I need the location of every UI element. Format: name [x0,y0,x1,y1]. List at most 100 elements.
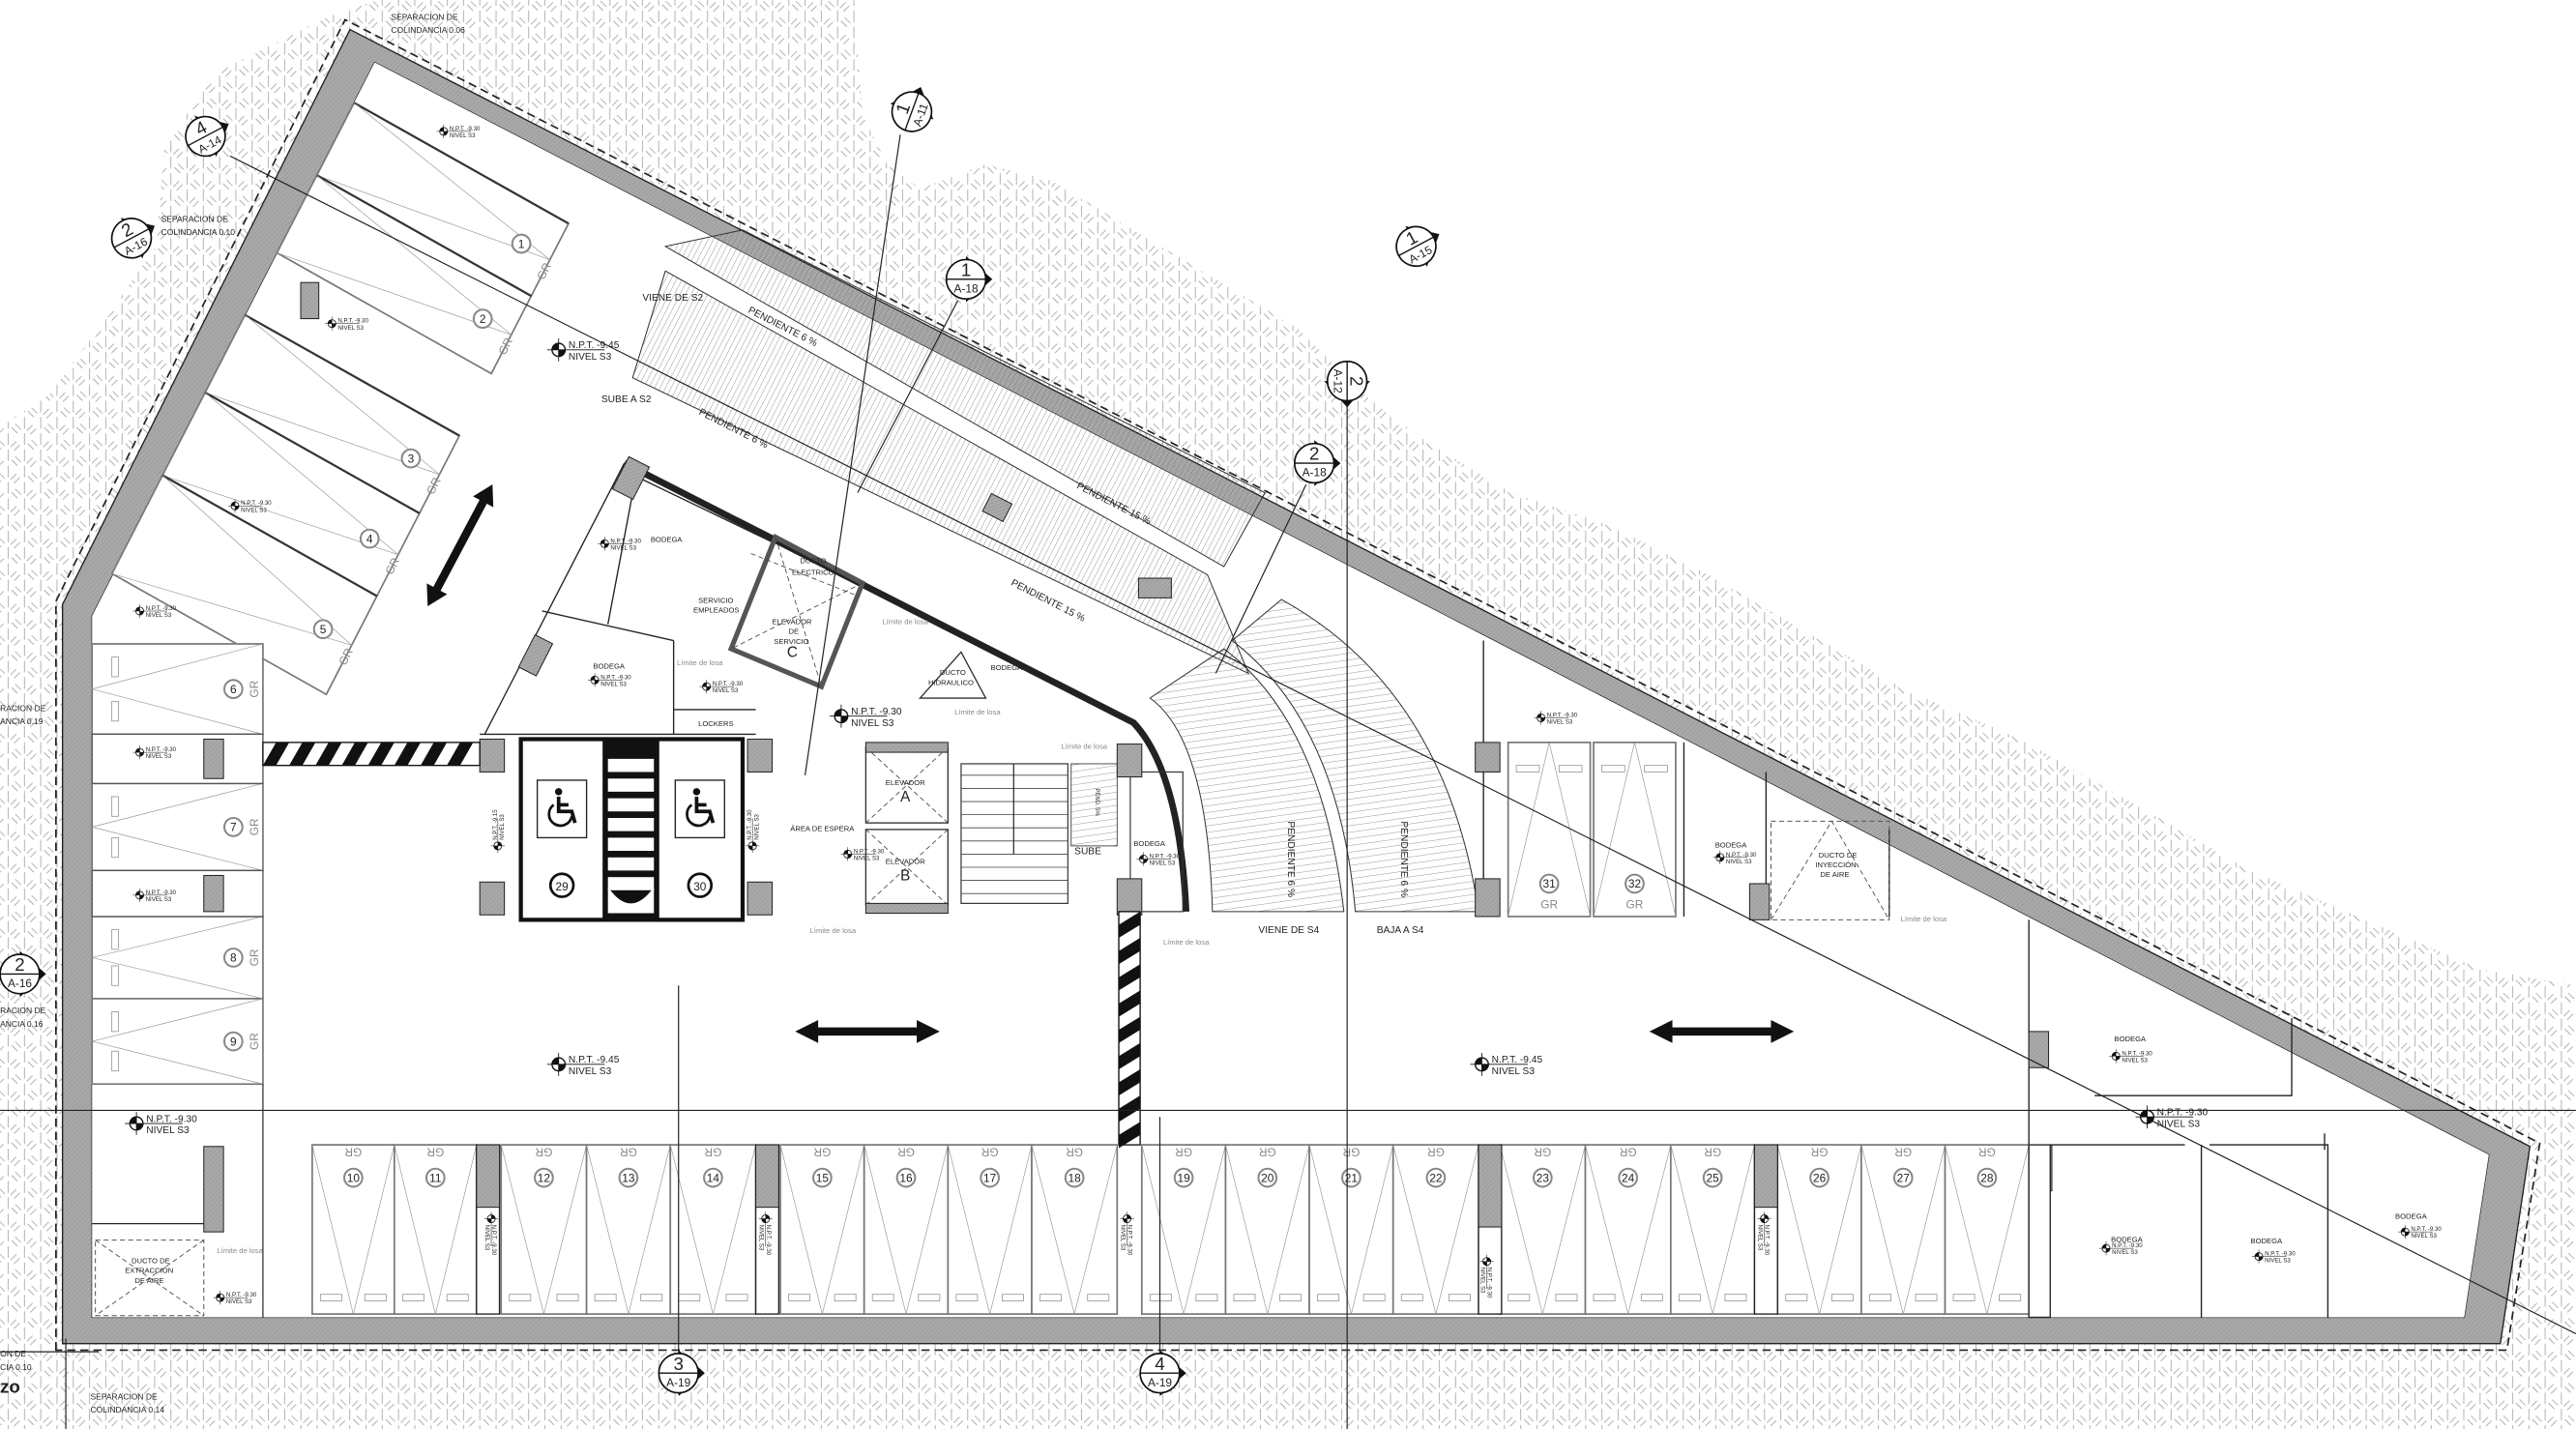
stall-number: 21 [1345,1171,1359,1184]
level-datum-icon [132,888,168,903]
separation-label: SEPARACION DE [161,214,228,223]
stall-number: 8 [230,951,237,965]
section-number: 2 [15,954,24,975]
stall-number-badge: 24 [1618,1167,1639,1188]
room-label-ducto-extraccion: DUCTO DE [132,1256,170,1265]
section-sheet: A-18 [1303,466,1327,480]
elevator-letter: C [787,645,798,661]
level-npt: N.P.T. -9.30 [2157,1108,2209,1119]
stall-number: 7 [230,821,237,834]
stall-number-badge: 25 [1702,1167,1723,1188]
slab-limit-label: Límite de losa [1163,938,1210,947]
stall-number: 19 [1178,1171,1191,1184]
level-name: NIVEL S3 [450,132,476,139]
level-name: NIVEL S3 [569,352,612,363]
room-label-bodega: BODEGA [2395,1212,2428,1221]
level-npt: N.P.T. -9.30 [2122,1050,2152,1057]
stall-number-badge: 27 [1892,1167,1914,1188]
column [1137,577,1172,598]
stall-tag: GR [1427,1145,1445,1158]
ramp-label-sube: SUBE [1074,846,1101,857]
room-label-bodega: BODEGA [1715,841,1748,850]
stall-tag: GR [1894,1145,1912,1158]
level-name: NIVEL S3 [753,814,760,840]
section-sheet: A-19 [1148,1376,1172,1389]
level-datum-icon [132,744,168,760]
separation-label: RACION DE [0,1006,45,1015]
room-label-bodega: BODEGA [1133,839,1166,848]
level-npt: N.P.T. -9.30 [600,674,631,681]
stall-number: 16 [899,1171,913,1184]
parking-stall: GR 27 [1860,1144,1947,1315]
level-datum-icon [213,1290,249,1305]
ramps [196,229,1479,913]
stall-tag: GR [981,1145,998,1158]
level-npt: N.P.T. -9.30 [610,538,641,544]
section-sheet: A-16 [8,977,32,990]
stall-tag: GR [344,1145,362,1158]
level-name: NIVEL S3 [1726,859,1752,865]
level-name: NIVEL S3 [1478,1268,1485,1294]
level-datum-icon [830,704,888,728]
stall-number-badge: 8 [222,948,244,968]
level-name: NIVEL S3 [713,687,739,694]
stall-number: 23 [1537,1171,1550,1184]
level-datum-icon [699,679,735,694]
stall-number: 30 [693,880,707,893]
level-npt: N.P.T. -9.30 [2265,1251,2296,1258]
level-name: NIVEL S3 [146,1125,190,1136]
stall-number-badge: 19 [1173,1167,1194,1188]
level-npt: N.P.T. -9.30 [1547,712,1578,718]
stall-number: 25 [1707,1171,1720,1184]
stall-number: 13 [622,1171,635,1184]
ramp-label-baja-s4: BAJA A S4 [1377,925,1424,936]
level-name: NIVEL S3 [1119,1225,1126,1251]
level-name: NIVEL S3 [146,896,172,903]
stall-number: 17 [983,1171,996,1184]
elevator-letter: A [900,789,911,805]
level-name: NIVEL S3 [569,1066,612,1077]
stall-tag: GR [535,1145,552,1158]
stall-number: 2 [480,312,486,326]
level-datum-icon [227,499,263,513]
level-datum-icon [1479,1254,1494,1290]
column [300,281,320,320]
separation-label: ANCIA 0.19 [0,716,44,726]
level-npt: N.P.T. -9.30 [146,746,177,753]
accessible-stall: 30 [674,779,725,898]
level-datum-icon [598,537,632,551]
stall-tag: GR [1258,1145,1275,1158]
stall-tag: GR [426,1145,444,1158]
bodega-small-outline [1129,771,1184,913]
stall-tag: GR [1704,1145,1721,1158]
column [981,492,1013,523]
level-datum-icon [325,316,360,331]
level-npt: N.P.T. -9.30 [490,1225,497,1256]
stall-number-badge: 13 [618,1167,639,1188]
stall-number-badge: 31 [1538,873,1560,894]
stall-number: 5 [320,623,327,636]
stall-number-badge: 21 [1341,1167,1361,1188]
level-name: NIVEL S3 [851,718,894,729]
slab-limit-label: Límite de losa [677,658,723,667]
section-marker: 1A-15 [1395,225,1440,268]
